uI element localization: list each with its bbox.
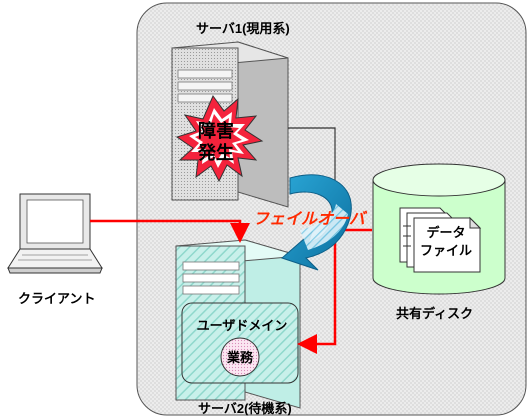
failover-arrow xyxy=(281,174,352,271)
data-file-icon: データ ファイル xyxy=(399,207,482,273)
client-server2-link xyxy=(90,219,250,243)
data-file-line1: データ xyxy=(426,225,465,240)
user-domain-label: ユーザドメイン xyxy=(197,318,288,333)
data-file-line2: ファイル xyxy=(420,243,472,258)
business-circle xyxy=(220,337,260,377)
failover-label: フェイルオーバ xyxy=(253,210,368,228)
server1-label: サーバ1(現用系) xyxy=(196,21,290,36)
disk-server2-link xyxy=(297,228,372,354)
client-laptop-icon xyxy=(7,193,103,274)
fault-blast: 障害 発生 xyxy=(175,95,264,183)
shared-disk-label: 共有ディスク xyxy=(396,306,473,321)
fault-text-line2: 発生 xyxy=(197,142,234,163)
server2-label: サーバ2(待機系) xyxy=(198,401,292,416)
business-label: 業務 xyxy=(226,350,254,365)
fault-text-line1: 障害 xyxy=(198,120,234,141)
client-label: クライアント xyxy=(18,291,95,306)
